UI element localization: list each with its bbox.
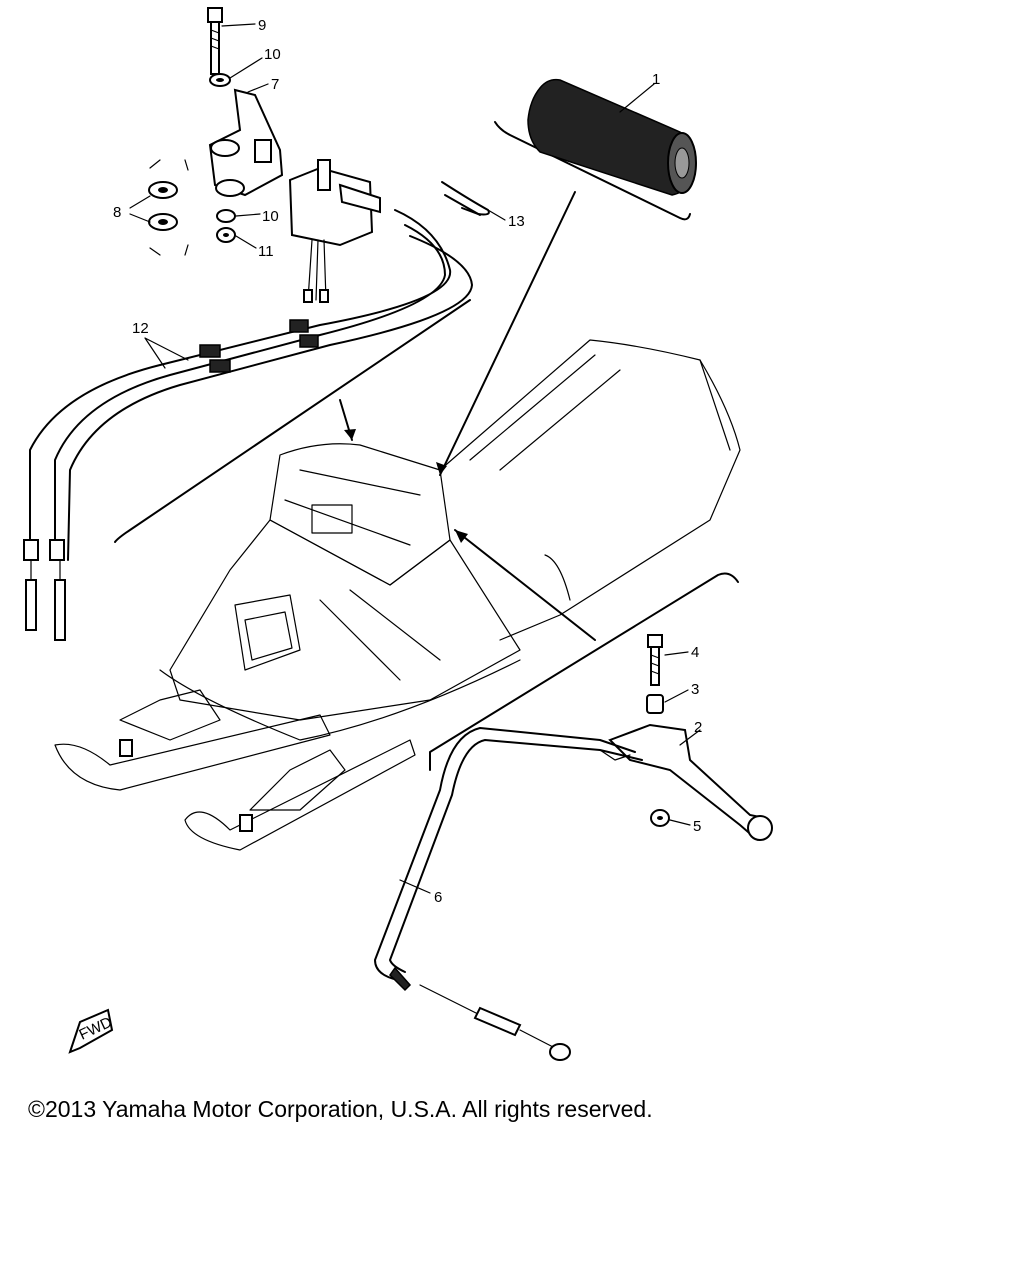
bracket-lines	[114, 121, 739, 771]
callout-numbers: 1 2 3 4 5 6 7 8 9 10 10 11 12 13	[113, 17, 702, 906]
callout-leaders	[129, 23, 701, 894]
parts-diagram: FWD 1 2 3 4 5 6 7 8 9 10 10 11 12 13	[23, 7, 773, 1061]
callout-10-lower: 10	[262, 208, 279, 225]
snowmobile-body	[54, 339, 741, 851]
callout-12: 12	[132, 320, 149, 337]
callout-7: 7	[271, 76, 279, 93]
fwd-arrow: FWD	[68, 1008, 115, 1054]
grip-part-1	[527, 78, 697, 196]
leader-lines	[339, 191, 596, 641]
callout-4: 4	[691, 644, 699, 661]
callout-10-top: 10	[264, 46, 281, 63]
callout-3: 3	[691, 681, 699, 698]
callout-8: 8	[113, 204, 121, 221]
brake-lever-assembly	[608, 634, 773, 841]
brake-cable-part-6	[374, 727, 643, 1061]
callout-6: 6	[434, 889, 442, 906]
callout-5: 5	[693, 818, 701, 835]
callout-9: 9	[258, 17, 266, 34]
switch-assembly	[148, 7, 490, 303]
callout-1: 1	[652, 71, 660, 88]
callout-11: 11	[258, 243, 274, 260]
cables-part-12	[23, 209, 473, 641]
callout-13: 13	[508, 213, 525, 230]
callout-2: 2	[694, 719, 702, 736]
copyright-notice: ©2013 Yamaha Motor Corporation, U.S.A. A…	[28, 1096, 653, 1122]
